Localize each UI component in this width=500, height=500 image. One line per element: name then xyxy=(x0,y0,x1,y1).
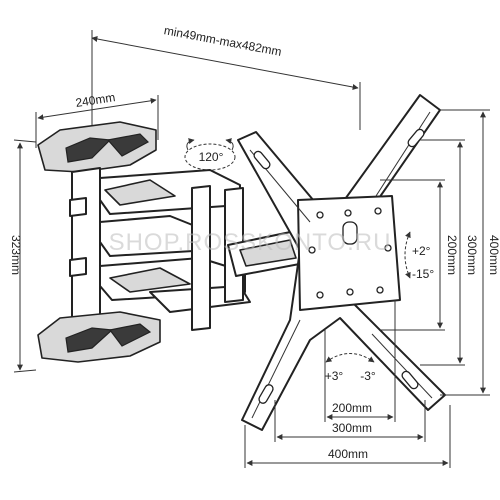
vesa-width-200-label: 200mm xyxy=(332,401,372,415)
plate-width-label: 240mm xyxy=(75,90,117,110)
tilt-indicator xyxy=(404,231,411,279)
swivel-label: 120° xyxy=(199,150,224,164)
plate-height-dimension xyxy=(13,139,37,373)
watermark: SHOP.ROSSKONTO.RU xyxy=(109,229,392,256)
rotate-minus-label: -3° xyxy=(360,369,376,383)
tilt-up-label: +2° xyxy=(412,244,431,258)
rotation-indicator xyxy=(325,353,375,363)
vesa-width-400-label: 400mm xyxy=(328,447,368,461)
arm-extension-label: min49mm-max482mm xyxy=(163,23,283,59)
vesa-height-200-label: 200mm xyxy=(445,235,459,275)
rotate-plus-label: +3° xyxy=(325,369,344,383)
vesa-height-dimensions xyxy=(380,109,490,396)
wall-plate xyxy=(37,121,161,363)
vesa-height-300-label: 300mm xyxy=(465,235,479,275)
vesa-bracket xyxy=(237,94,446,431)
tilt-down-label: -15° xyxy=(412,267,434,281)
vesa-width-dimensions xyxy=(244,300,451,468)
vesa-height-400-label: 400mm xyxy=(487,235,500,275)
articulating-arms xyxy=(99,169,311,331)
vesa-width-300-label: 300mm xyxy=(332,421,372,435)
plate-height-label: 323mm xyxy=(9,235,23,275)
